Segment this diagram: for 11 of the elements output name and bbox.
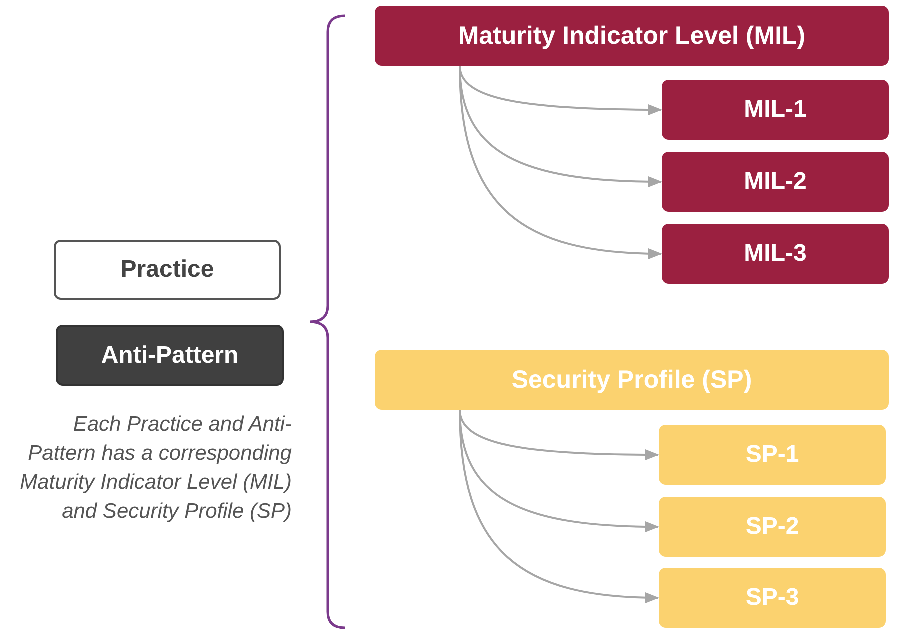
level-box: MIL-1 — [662, 80, 889, 140]
level-box: MIL-3 — [662, 224, 889, 284]
profile-box: SP-1 — [659, 425, 886, 485]
header-box: Security Profile (SP) — [375, 350, 889, 410]
note-text: Each Practice and Anti-Pattern has a corresponding Maturity Indicator Level (MIL) and Security Profile (SP) — [19, 412, 292, 525]
profile-box: SP-3 — [659, 568, 886, 628]
anti-pattern-box: Anti-Pattern — [56, 325, 284, 386]
header-box: Maturity Indicator Level (MIL) — [375, 6, 889, 66]
profile-box: SP-2 — [659, 497, 886, 557]
level-box: MIL-2 — [662, 152, 889, 212]
practice-box: Practice — [54, 240, 281, 300]
